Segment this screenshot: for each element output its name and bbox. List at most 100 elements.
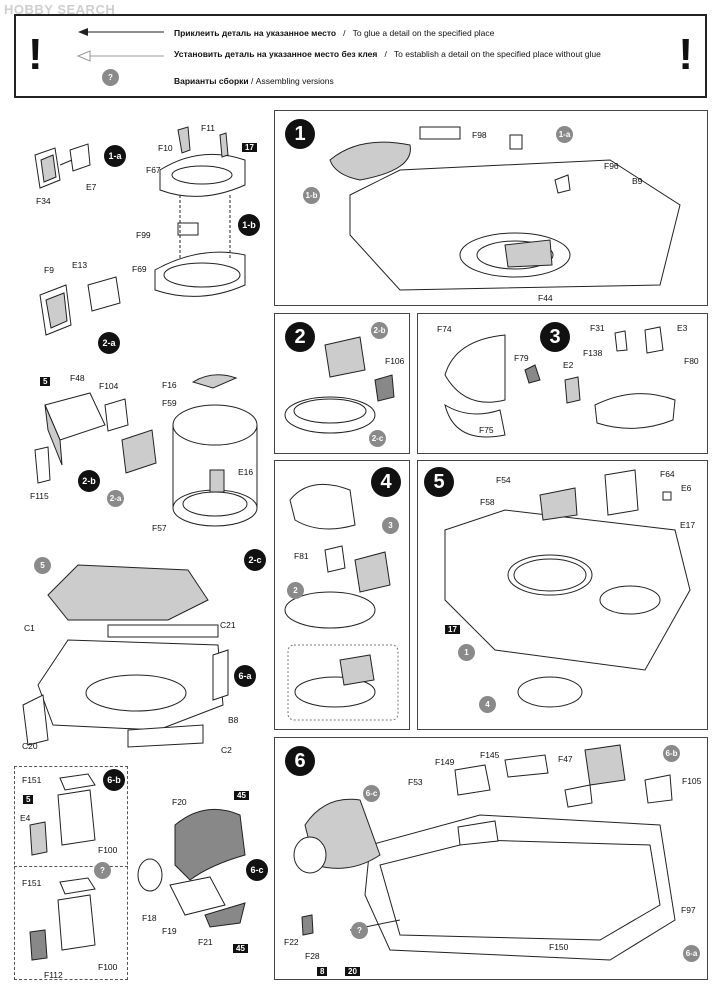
part-F18: F18: [142, 913, 157, 923]
part-F11: F11: [201, 123, 216, 133]
ref-5-badge: 5: [34, 557, 51, 574]
part-F115: F115: [30, 491, 49, 501]
part-F69: F69: [132, 264, 147, 274]
part-F57: F57: [152, 523, 167, 533]
part-F74: F74: [437, 324, 452, 334]
part-F67: F67: [146, 165, 161, 175]
ref-2a-badge: 2-a: [107, 490, 124, 507]
subassembly-1b-drawing: [154, 126, 246, 297]
sub-6b-badge: 6-b: [103, 769, 125, 791]
part-E4: E4: [20, 813, 31, 823]
part-F151: F151: [22, 775, 42, 785]
sub-2c-badge: 2-c: [244, 549, 266, 571]
sub-6c-badge: 6-c: [246, 859, 268, 881]
legend-row-versions: Варианты сборки / Assembling versions: [174, 76, 334, 86]
part-C1: C1: [24, 623, 35, 633]
part-F44: F44: [538, 293, 553, 303]
step-5-number: 5: [424, 467, 454, 497]
part-F80: F80: [684, 356, 699, 366]
part-E2: E2: [563, 360, 574, 370]
step-2-drawing: [284, 336, 395, 434]
step-5-drawing: [444, 469, 691, 708]
part-B8: B8: [228, 715, 239, 725]
part-E3: E3: [677, 323, 688, 333]
part-F34: F34: [36, 196, 51, 206]
flag-5: 5: [40, 377, 51, 386]
part-C2: C2: [221, 745, 232, 755]
ref-3-badge: 3: [382, 517, 399, 534]
part-F150: F150: [549, 942, 569, 952]
part-E16: E16: [238, 467, 254, 477]
legend-noglue-ru: Установить деталь на указанное место без…: [174, 49, 378, 59]
legend-row-glue: Приклеить деталь на указанное место / To…: [174, 28, 494, 38]
ref-6b-badge: 6-b: [663, 745, 680, 762]
sub-1b-badge: 1-b: [238, 214, 260, 236]
part-F112: F112: [44, 970, 63, 980]
part-F16: F16: [162, 380, 177, 390]
part-F22: F22: [284, 937, 299, 947]
legend-row-noglue: Установить деталь на указанное место без…: [174, 49, 601, 59]
part-F96: F96: [604, 161, 619, 171]
subassembly-6c-drawing: [137, 808, 246, 928]
part-F81: F81: [294, 551, 309, 561]
part-F47: F47: [558, 754, 573, 764]
legend-versions-en: Assembling versions: [255, 76, 334, 86]
subassembly-2b-drawing: [34, 392, 157, 484]
step-6-drawing: [293, 744, 676, 961]
part-F9: F9: [44, 265, 54, 275]
ref-6c-badge: 6-c: [363, 785, 380, 802]
ref-2-badge: 2: [287, 582, 304, 599]
ref-1b-badge: 1-b: [303, 187, 320, 204]
flag-17: 17: [445, 625, 460, 634]
part-F105: F105: [682, 776, 702, 786]
ref-2b-badge: 2-b: [371, 322, 388, 339]
part-F79: F79: [514, 353, 529, 363]
sub-1a-badge: 1-a: [104, 145, 126, 167]
question-icon: ?: [102, 69, 119, 86]
ref-6a-badge: 6-a: [683, 945, 700, 962]
legend-arrows: [76, 28, 164, 62]
step-4-drawing: [284, 483, 399, 721]
sub-2a-badge: 2-a: [98, 332, 120, 354]
part-F100: F100: [98, 845, 118, 855]
part-F20: F20: [172, 797, 187, 807]
flag-5: 5: [23, 795, 34, 804]
part-F151: F151: [22, 878, 42, 888]
part-F48: F48: [70, 373, 85, 383]
part-F97: F97: [681, 905, 696, 915]
flag-8: 8: [317, 967, 328, 976]
legend-noglue-en: To establish a detail on the specified p…: [393, 49, 601, 59]
part-F21: F21: [198, 937, 213, 947]
part-F99: F99: [136, 230, 151, 240]
step-6-number: 6: [285, 746, 315, 776]
step-3-number: 3: [540, 322, 570, 352]
step-3-drawing: [444, 326, 676, 438]
sub-6a-badge: 6-a: [234, 665, 256, 687]
part-E13: E13: [72, 260, 88, 270]
flag-17: 17: [242, 143, 257, 152]
part-F59: F59: [162, 398, 177, 408]
step-2-number: 2: [285, 322, 315, 352]
legend-glue-ru: Приклеить деталь на указанное место: [174, 28, 337, 38]
step-1-number: 1: [285, 119, 315, 149]
sub-2b-badge: 2-b: [78, 470, 100, 492]
ref-1a-badge: 1-a: [556, 126, 573, 143]
ref-4-badge: 4: [479, 696, 496, 713]
sub-6b-dashed-box: [14, 766, 128, 980]
legend-glue-en: To glue a detail on the specified place: [352, 28, 495, 38]
sub-6b-divider: [14, 866, 128, 867]
question-icon: ?: [351, 922, 368, 939]
part-F54: F54: [496, 475, 511, 485]
part-F106: F106: [385, 356, 405, 366]
watermark: HOBBY SEARCH: [4, 2, 116, 17]
legend-sep: /: [251, 76, 254, 86]
flag-20: 20: [345, 967, 360, 976]
part-F100: F100: [98, 962, 118, 972]
subassembly-6a-drawing: [22, 564, 229, 748]
part-F145: F145: [480, 750, 500, 760]
part-F98: F98: [472, 130, 487, 140]
subassembly-2a-drawing: [39, 276, 121, 336]
part-F138: F138: [583, 348, 603, 358]
part-F104: F104: [99, 381, 119, 391]
part-F28: F28: [305, 951, 320, 961]
